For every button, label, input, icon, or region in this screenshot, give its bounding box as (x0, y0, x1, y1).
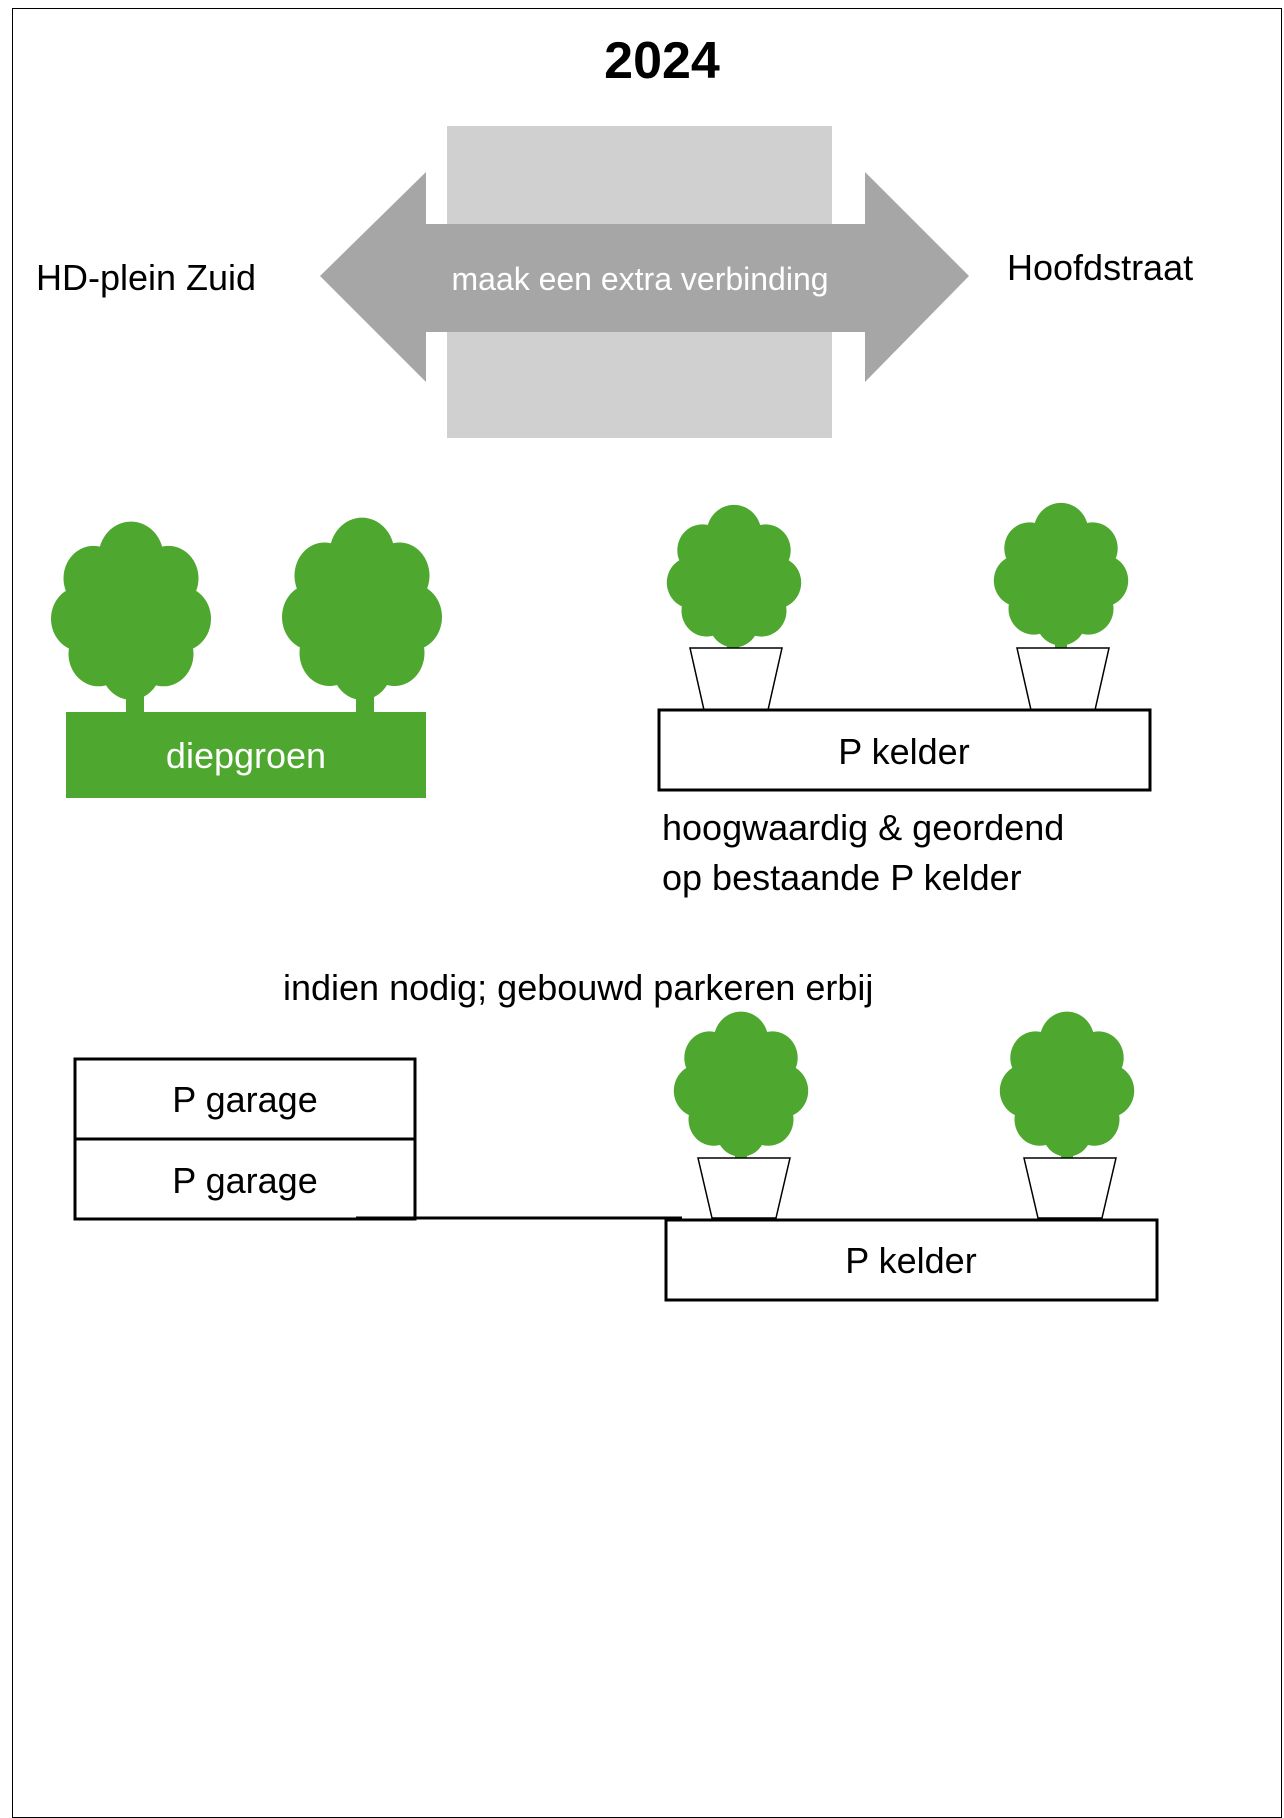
cellar-caption-line2: op bestaande P kelder (662, 857, 1022, 898)
page-title: 2024 (604, 32, 720, 90)
arrow-label: maak een extra verbinding (451, 261, 828, 297)
potted-tree-icon (673, 1011, 809, 1219)
green-label: diepgroen (166, 735, 326, 776)
parking-note: indien nodig; gebouwd parkeren erbij (283, 967, 873, 1008)
parking-garage-upper-label: P garage (172, 1079, 317, 1120)
parking-cellar-bottom (664, 1218, 1159, 1302)
cellar-caption-line1: hoogwaardig & geordend (662, 807, 1064, 848)
tree-icon (51, 521, 211, 716)
parking-garage-lower (73, 1137, 417, 1221)
right-location-label: Hoofdstraat (1007, 247, 1193, 288)
green-ground-block (66, 712, 426, 798)
double-arrow-icon (320, 172, 969, 382)
parking-garage-lower-label: P garage (172, 1160, 317, 1201)
potted-tree-icon (993, 502, 1129, 711)
parking-cellar-bottom-label: P kelder (845, 1240, 976, 1281)
parking-cellar-top (657, 708, 1152, 792)
parking-cellar-top-label: P kelder (838, 731, 969, 772)
tree-icon (282, 517, 442, 716)
parking-garage-upper (73, 1057, 417, 1141)
potted-tree-icon (999, 1011, 1135, 1219)
left-location-label: HD-plein Zuid (36, 257, 256, 298)
potted-tree-icon (666, 504, 802, 711)
